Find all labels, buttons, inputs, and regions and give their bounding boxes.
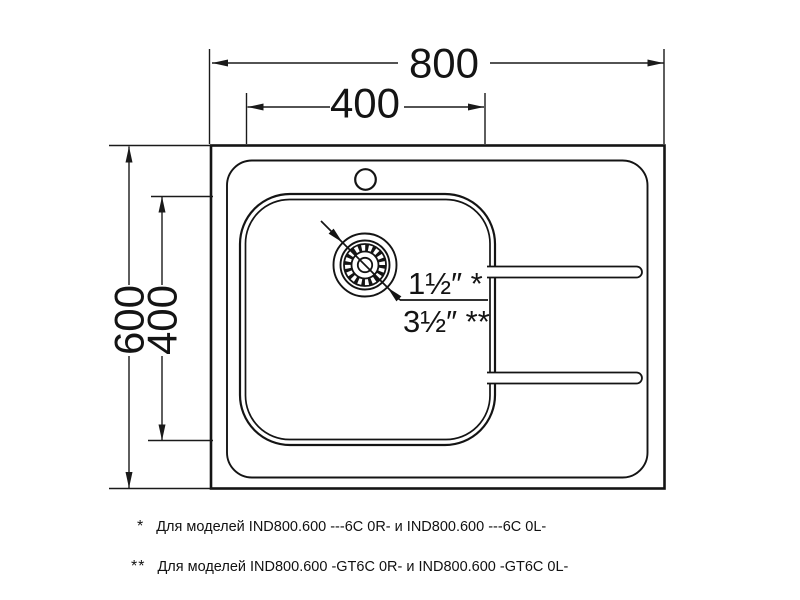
drain-size-primary-label: 1½″ * (408, 266, 483, 301)
leader-arrowheads (328, 228, 402, 302)
dimension-lines (128, 62, 664, 488)
footnote-single-asterisk: * Для моделей IND800.600 ---6C 0R- и IND… (137, 518, 546, 536)
arrow-800-right (647, 59, 664, 67)
arrow-400left-down (158, 424, 166, 441)
drainboard-groove-top (487, 265, 643, 279)
arrow-800-left (212, 59, 228, 67)
faucet-hole (354, 168, 377, 191)
arrow-600-up (125, 146, 133, 163)
bowl-inner-edge (244, 198, 491, 441)
arrow-400top-left (247, 103, 264, 111)
arrow-600-down (125, 472, 133, 488)
dim-overall-depth-label: 600 (106, 285, 153, 355)
footnote-text: Для моделей IND800.600 ---6C 0R- и IND80… (156, 519, 547, 535)
dimension-arrowheads (125, 59, 664, 488)
drain-size-secondary-label: 3½″ ** (403, 304, 490, 339)
arrow-400top-right (468, 103, 484, 111)
footnote-text: Для моделей IND800.600 -GT6C 0R- и IND80… (157, 559, 569, 575)
arrow-400left-up (158, 196, 166, 213)
dim-bowl-depth-label: 400 (139, 285, 186, 355)
dim-bowl-width-label: 400 (330, 80, 400, 127)
sink-body (209, 144, 666, 490)
leader-arrow-upper (328, 228, 343, 243)
footnote-marker: ** (131, 558, 146, 575)
drainboard-groove-bottom (487, 371, 643, 385)
dim-overall-width-label: 800 (409, 40, 479, 87)
leader-arrow-lower (387, 287, 402, 302)
footnote-double-asterisk: ** Для моделей IND800.600 -GT6C 0R- и IN… (131, 558, 568, 576)
footnote-marker: * (137, 518, 145, 535)
